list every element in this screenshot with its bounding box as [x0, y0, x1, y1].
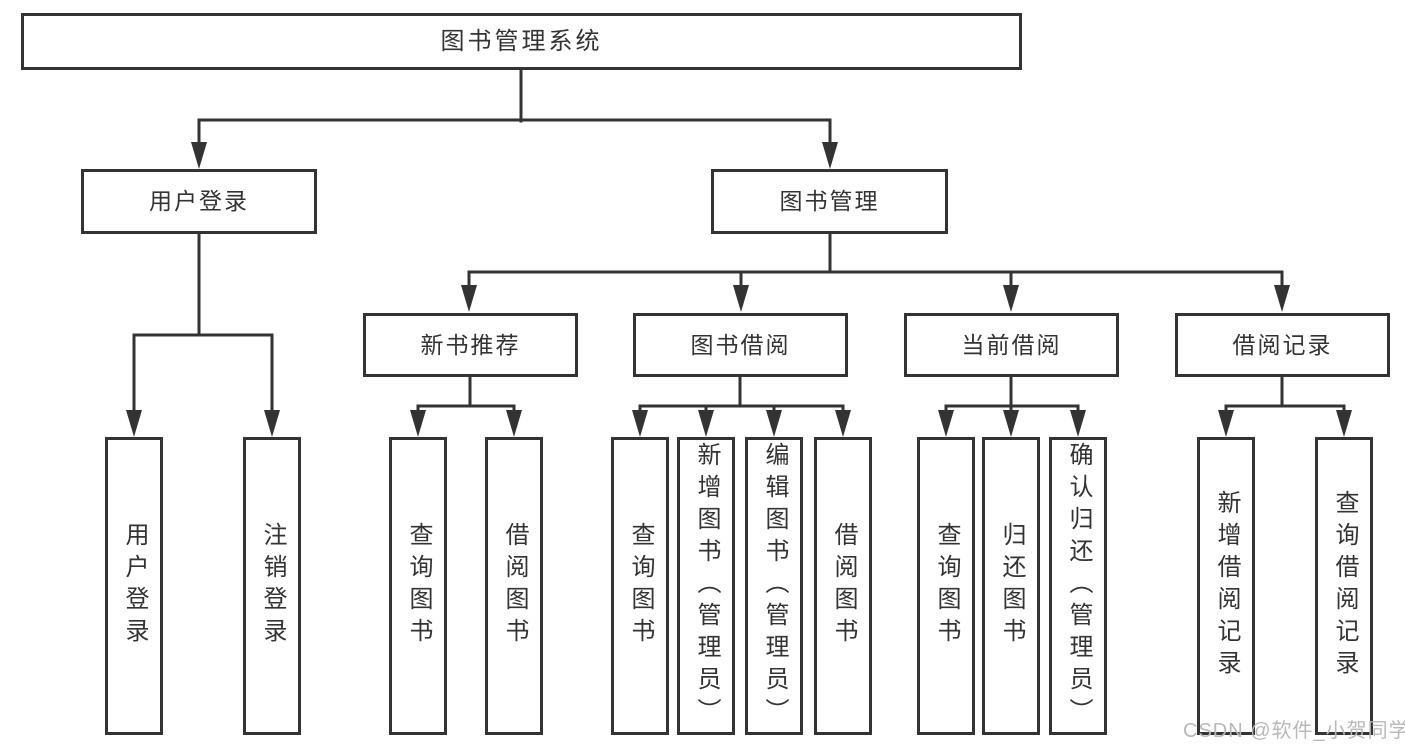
node-book-borrow: 图书借阅: [633, 313, 848, 377]
arrowhead-icon: [1336, 410, 1352, 437]
arrowhead-icon: [733, 285, 749, 312]
arrowhead-icon: [410, 410, 426, 437]
node-leaf-add-borrow-record: 新增借阅记录: [1197, 437, 1255, 735]
node-leaf-current-query-book: 查询图书: [917, 437, 975, 735]
node-leaf-borrow-query-book: 查询图书: [611, 437, 669, 735]
node-new-book-recommend: 新书推荐: [363, 313, 578, 377]
node-leaf-rec-query-book: 查询图书: [389, 437, 447, 735]
node-leaf-query-borrow-record: 查询借阅记录: [1315, 437, 1373, 735]
node-leaf-rec-borrow-book: 借阅图书: [485, 437, 543, 735]
arrowhead-icon: [938, 410, 954, 437]
arrowhead-icon: [1003, 285, 1019, 312]
edge-login-to-children: [126, 231, 280, 437]
node-leaf-confirm-return-admin: 确认归还（管理员）: [1049, 437, 1107, 735]
arrowhead-icon: [1218, 410, 1234, 437]
node-leaf-borrow-book: 借阅图书: [814, 437, 872, 735]
arrowhead-icon: [1274, 285, 1290, 312]
node-leaf-edit-book-admin: 编辑图书（管理员）: [745, 437, 803, 735]
watermark: CSDN @软件_小贺同学: [1183, 720, 1405, 742]
arrowhead-icon: [264, 410, 280, 437]
arrowhead-icon: [126, 410, 142, 437]
node-leaf-user-login: 用户登录: [105, 437, 163, 735]
arrowhead-icon: [766, 410, 782, 437]
node-leaf-return-book: 归还图书: [982, 437, 1040, 735]
edge-rec-to-children: [410, 374, 522, 437]
arrowhead-icon: [1070, 410, 1086, 437]
arrowhead-icon: [506, 410, 522, 437]
arrowhead-icon: [822, 142, 838, 169]
arrowhead-icon: [632, 410, 648, 437]
edge-current-to-children: [938, 374, 1086, 437]
arrowhead-icon: [835, 410, 851, 437]
edge-root-to-level2: [191, 67, 838, 169]
node-borrow-records: 借阅记录: [1175, 313, 1390, 377]
node-book-management: 图书管理: [711, 169, 948, 234]
arrowhead-icon: [698, 410, 714, 437]
edge-mgmt-to-level3: [461, 231, 1290, 312]
node-root: 图书管理系统: [21, 13, 1022, 70]
node-leaf-logout: 注销登录: [243, 437, 301, 735]
node-current-borrow: 当前借阅: [904, 313, 1119, 377]
edge-records-to-children: [1218, 374, 1352, 437]
arrowhead-icon: [1003, 410, 1019, 437]
arrowhead-icon: [191, 142, 207, 169]
edge-borrow-to-children: [632, 374, 851, 437]
node-leaf-add-book-admin: 新增图书（管理员）: [677, 437, 735, 735]
arrowhead-icon: [461, 285, 477, 312]
node-user-login: 用户登录: [81, 169, 317, 234]
